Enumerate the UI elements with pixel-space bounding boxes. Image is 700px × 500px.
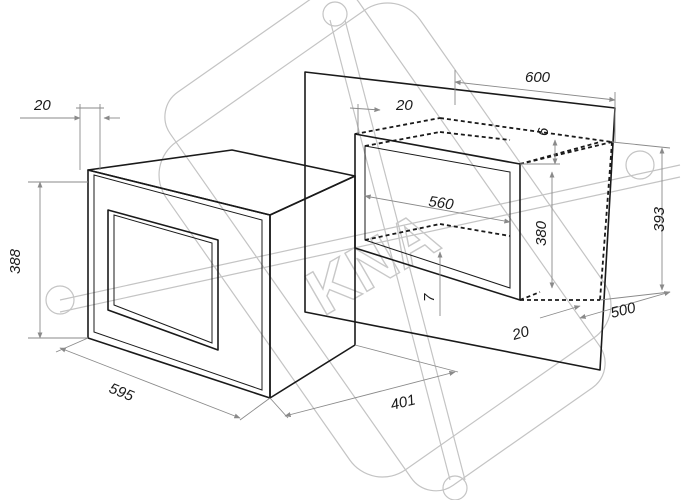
dim-label-appliance-depth: 401 [389, 391, 417, 414]
dimension-lines [20, 70, 671, 421]
dim-label-appliance-depth-20: 20 [33, 97, 51, 114]
dim-label-niche-depth: 500 [609, 299, 638, 322]
dim-label-niche-inner-width: 560 [427, 193, 455, 213]
dimension-labels: 20 388 595 401 600 20 6 560 380 393 500 … [7, 69, 668, 414]
wall-panel [304, 71, 616, 371]
watermark-text: KNA [294, 197, 450, 329]
dim-label-niche-width: 600 [525, 69, 551, 86]
dim-label-niche-gap-top: 6 [535, 127, 552, 136]
dim-label-niche-top-offset: 20 [395, 97, 413, 114]
dim-label-niche-height: 393 [651, 206, 668, 232]
dim-label-niche-inner-height: 380 [533, 220, 550, 246]
dim-label-appliance-width: 595 [107, 380, 137, 405]
dim-label-niche-bottom-gap: 7 [421, 293, 438, 302]
dim-label-appliance-height: 388 [7, 248, 24, 274]
dim-label-niche-front-offset: 20 [509, 323, 531, 344]
